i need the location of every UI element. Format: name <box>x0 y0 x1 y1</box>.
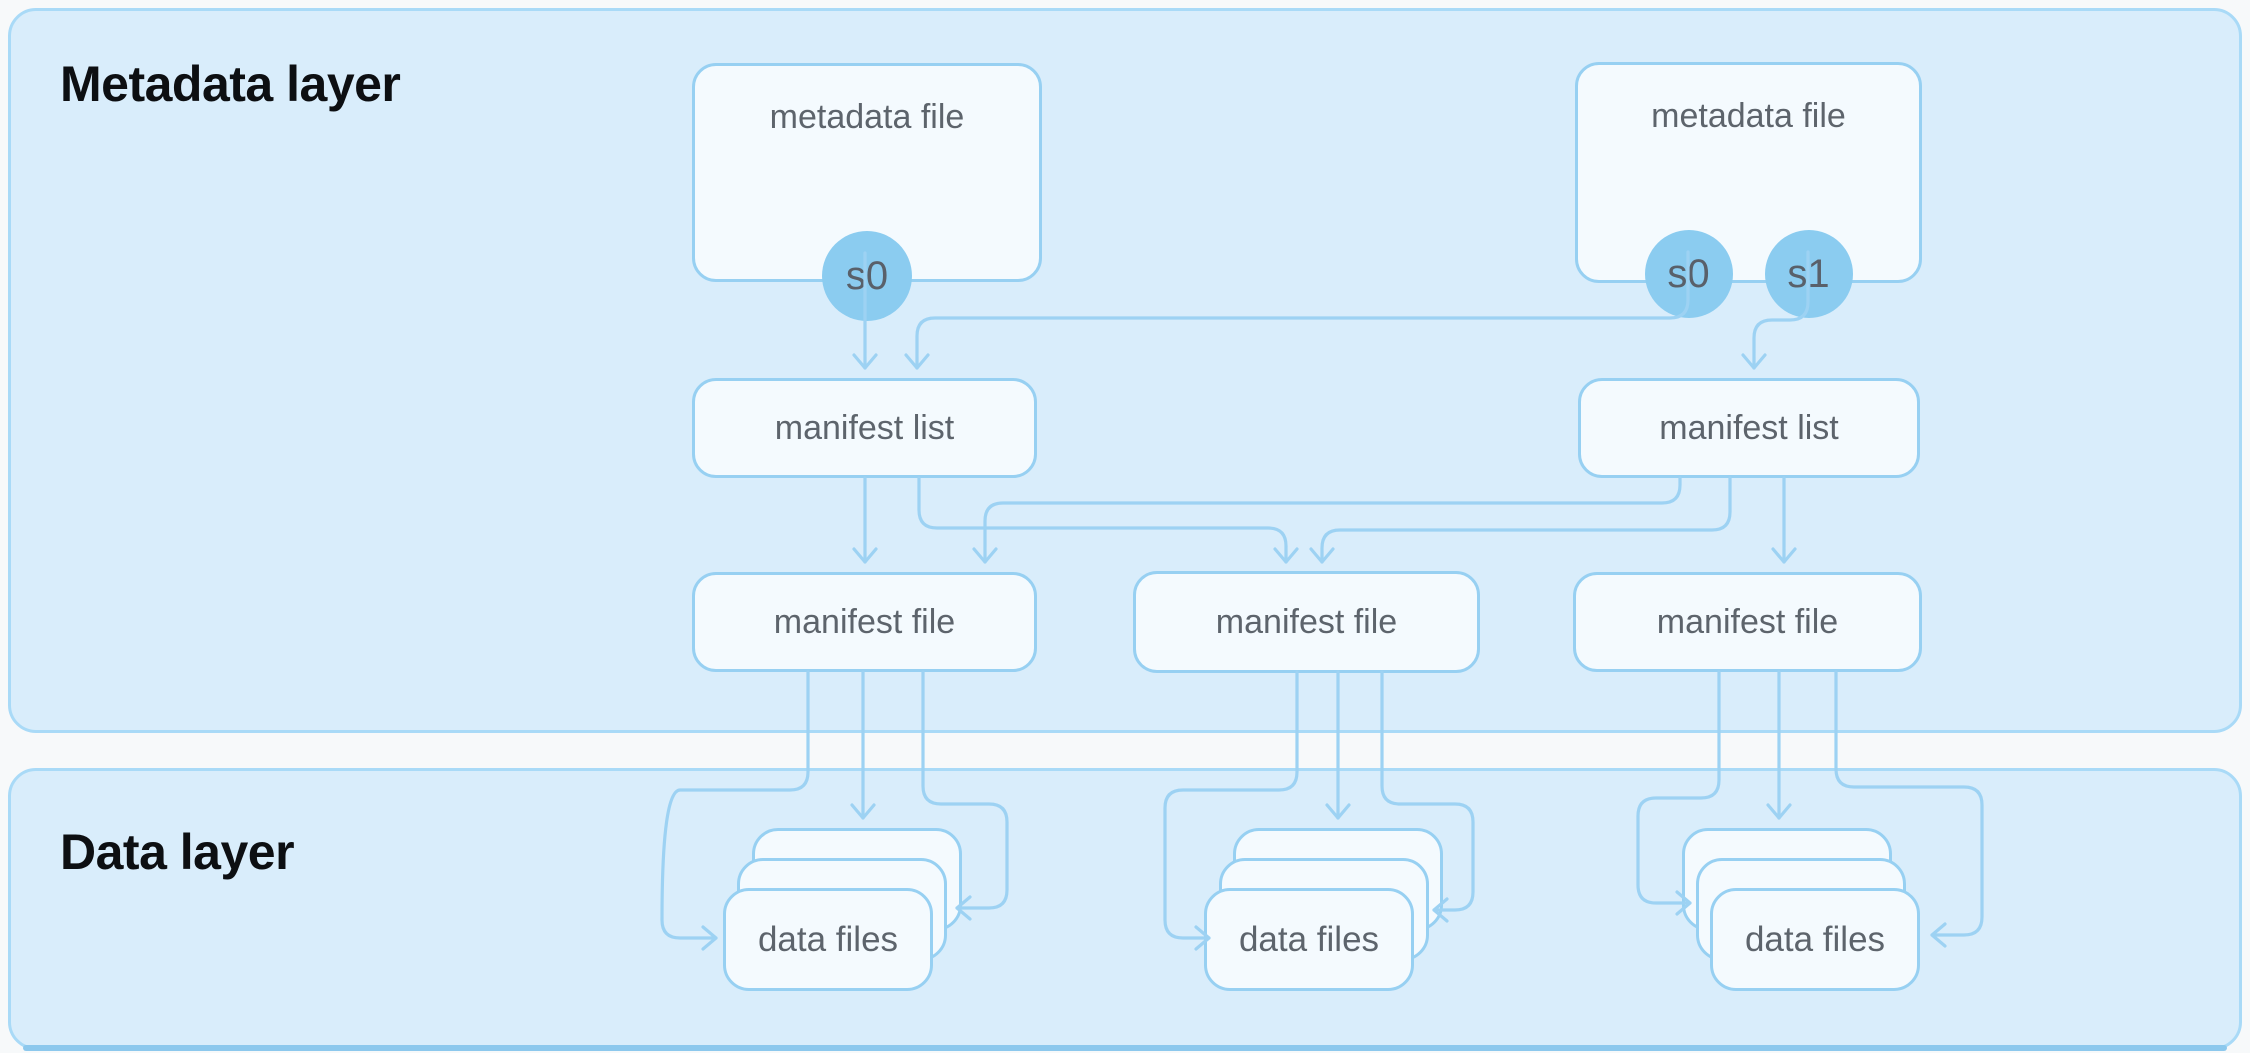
manifest-file-right-label: manifest file <box>1656 602 1839 641</box>
node-manifest-file-middle: manifest file <box>1133 571 1480 673</box>
data-files-right-label: data files <box>1744 919 1886 959</box>
manifest-file-left-label: manifest file <box>773 602 956 641</box>
manifest-list-left-label: manifest list <box>774 408 955 447</box>
node-metadata-file-left: metadata file s0 <box>692 63 1042 321</box>
data-files-card-front: data files <box>1204 888 1414 991</box>
data-files-card-front: data files <box>1710 888 1920 991</box>
snapshot-row-left: s0 <box>695 231 1039 321</box>
snapshot-badge-s1: s1 <box>1764 230 1853 318</box>
manifest-file-middle-label: manifest file <box>1215 602 1398 641</box>
node-manifest-file-right: manifest file <box>1573 572 1922 672</box>
node-manifest-file-left: manifest file <box>692 572 1037 672</box>
data-layer-title: Data layer <box>60 824 295 880</box>
snapshot-badge-s0: s0 <box>1644 230 1733 318</box>
snapshot-badge-s0: s0 <box>822 231 912 321</box>
metadata-layer-title: Metadata layer <box>60 56 401 112</box>
data-files-card-front: data files <box>723 888 933 991</box>
node-metadata-file-right: metadata file s0 s1 <box>1575 62 1922 318</box>
manifest-list-right-label: manifest list <box>1659 408 1839 447</box>
data-files-left-label: data files <box>757 919 899 959</box>
data-files-middle-label: data files <box>1238 919 1380 959</box>
node-manifest-list-right: manifest list <box>1578 378 1920 478</box>
node-manifest-list-left: manifest list <box>692 378 1037 478</box>
snapshot-row-right: s0 s1 <box>1578 230 1919 318</box>
metadata-file-right-label: metadata file <box>1651 97 1846 135</box>
metadata-file-left-label: metadata file <box>769 98 965 136</box>
